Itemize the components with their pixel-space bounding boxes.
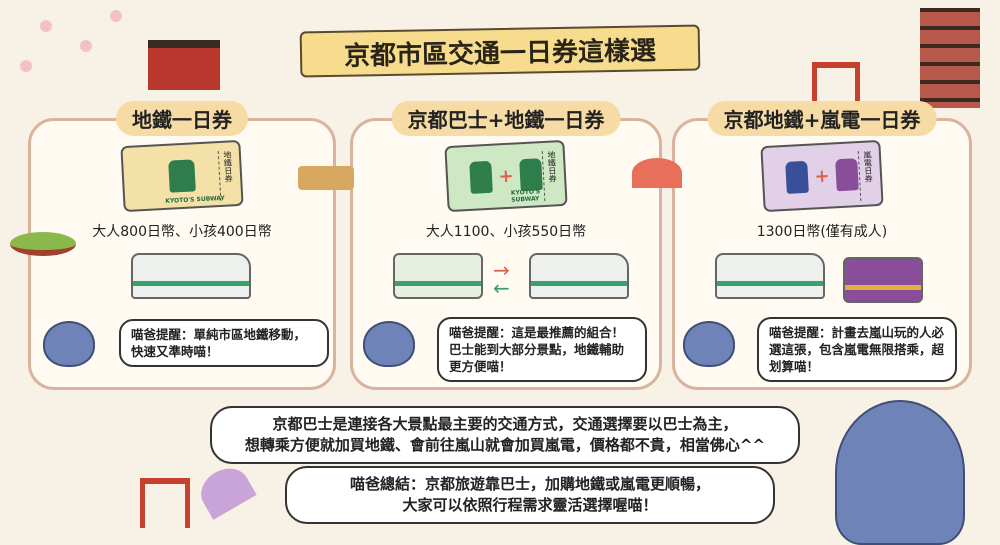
ticket-brand: KYOTO'S SUBWAY	[165, 194, 225, 205]
price-text: 1300日幣(僅有成人)	[756, 224, 888, 240]
card-bus-subway-pass: 京都巴士+地鐵一日券 + KYOTO'S SUBWAY 地鐵日券 大人1100、…	[350, 101, 662, 390]
matcha-decoration	[298, 166, 354, 190]
ticket-illustration: + 嵐電日券	[760, 139, 884, 213]
summary-bubble: 京都巴士是連接各大景點最主要的交通方式，交通選擇要以巴士為主， 想轉乘方便就加買…	[210, 406, 800, 464]
subway-train-illustration	[529, 253, 629, 299]
sakura-branch-decoration	[0, 0, 150, 90]
ticket-illustration: KYOTO'S SUBWAY 地鐵日券	[120, 139, 244, 213]
ticket-label: 嵐電日券	[857, 150, 876, 202]
conclusion-line-2: 大家可以依照行程需求靈活選擇喔喵！	[402, 496, 658, 514]
torii-decoration	[812, 62, 860, 102]
subway-icon	[518, 158, 543, 192]
pagoda-decoration	[920, 8, 980, 108]
tip-bubble: 喵爸提醒：計畫去嵐山玩的人必選這張，包含嵐電無限搭乘，超划算喵！	[757, 317, 957, 382]
bus-icon	[469, 160, 494, 194]
ticket-label: 地鐵日券	[217, 150, 236, 202]
card-title: 京都巴士+地鐵一日券	[391, 101, 621, 136]
plus-icon: +	[813, 165, 831, 187]
conclusion-bubble: 喵爸總結：京都旅遊靠巴士，加購地鐵或嵐電更順暢， 大家可以依照行程需求靈活選擇喔…	[285, 466, 775, 524]
subway-train-illustration	[715, 253, 825, 299]
bus-illustration	[393, 253, 483, 299]
cat-avatar	[363, 321, 415, 367]
tip-bubble: 喵爸提醒：單純市區地鐵移動，快速又準時喵！	[119, 319, 329, 367]
tip-bubble: 喵爸提醒：這是最推薦的組合！巴士能到大部分景點，地鐵輔助更方便喵！	[437, 317, 647, 382]
conclusion-line-1: 喵爸總結：京都旅遊靠巴士，加購地鐵或嵐電更順暢，	[349, 475, 710, 493]
transfer-arrows-icon: →←	[493, 258, 510, 300]
cat-avatar	[683, 321, 735, 367]
page-title: 京都市區交通一日券這樣選	[299, 24, 701, 78]
summary-line-2: 想轉乘方便就加買地鐵、會前往嵐山就會加買嵐電，價格都不貴，相當佛心^^	[244, 436, 766, 454]
cat-mascot-thumbs-up	[835, 400, 965, 545]
subway-icon	[785, 160, 810, 194]
card-title: 京都地鐵+嵐電一日券	[707, 101, 937, 136]
summary-line-1: 京都巴士是連接各大景點最主要的交通方式，交通選擇要以巴士為主，	[272, 415, 738, 433]
subway-train-illustration	[131, 253, 251, 299]
tram-icon	[834, 158, 859, 192]
temple-gate-decoration	[148, 40, 220, 90]
card-title: 地鐵一日券	[116, 101, 248, 136]
cat-avatar	[43, 321, 95, 367]
fan-decoration	[193, 460, 257, 520]
price-text: 大人800日幣、小孩400日幣	[92, 224, 272, 240]
torii-decoration	[140, 478, 190, 528]
randen-tram-illustration	[843, 257, 923, 303]
ticket-label: 地鐵日券	[541, 150, 560, 202]
ticket-illustration: + KYOTO'S SUBWAY 地鐵日券	[444, 139, 568, 213]
wagashi-decoration	[10, 232, 76, 256]
card-subway-randen-pass: 京都地鐵+嵐電一日券 + 嵐電日券 1300日幣(僅有成人) 喵爸提醒：計畫去嵐…	[672, 101, 972, 390]
plus-icon: +	[497, 165, 515, 187]
card-subway-pass: 地鐵一日券 KYOTO'S SUBWAY 地鐵日券 大人800日幣、小孩400日…	[28, 101, 336, 390]
fan-decoration	[632, 158, 682, 188]
price-text: 大人1100、小孩550日幣	[425, 224, 587, 240]
subway-icon	[168, 159, 196, 193]
